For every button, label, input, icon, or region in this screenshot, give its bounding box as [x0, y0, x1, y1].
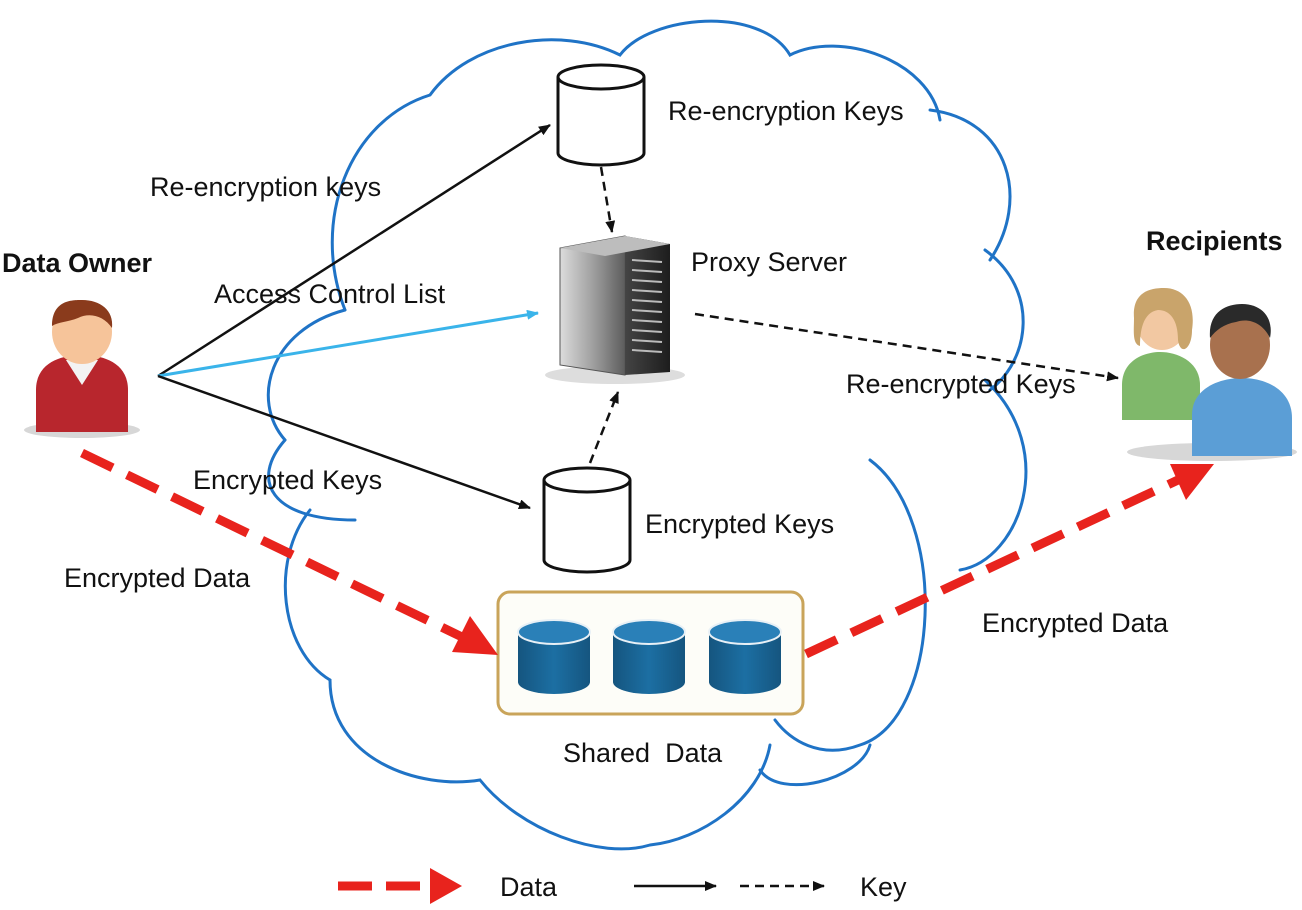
encrypted-keys-cylinder-icon [542, 466, 632, 574]
legend: Data Key [338, 868, 907, 904]
proxy-server-icon [545, 235, 685, 384]
access-control-list-arrow [157, 309, 539, 378]
recipients-icon [1122, 288, 1297, 461]
shared-data-database-icon [612, 619, 686, 694]
reencryption-keys-to-proxy-arrow [599, 166, 616, 233]
access-control-list-edge-label: Access Control List [214, 279, 446, 309]
encrypted-data-in-arrow [80, 448, 498, 655]
data-owner-icon [24, 300, 140, 438]
encrypted-keys-arrow [157, 374, 531, 510]
shared-data-label: Shared Data [563, 738, 723, 768]
reencryption-keys-edge-label: Re-encryption keys [150, 172, 381, 202]
shared-data-database-icon [517, 619, 591, 694]
proxy-server-label: Proxy Server [691, 247, 847, 277]
legend-key-label: Key [860, 872, 907, 902]
encrypted-keys-store-label: Encrypted Keys [645, 509, 834, 539]
cloud-outline [266, 19, 1028, 851]
encrypted-data-out-arrow [804, 464, 1214, 659]
encrypted-data-out-edge-label: Encrypted Data [982, 608, 1169, 638]
recipients-label: Recipients [1146, 226, 1283, 256]
reencrypted-keys-edge-label: Re-encrypted Keys [846, 369, 1076, 399]
legend-data-label: Data [500, 872, 558, 902]
reencryption-keys-arrow [157, 123, 551, 378]
data-owner-label: Data Owner [2, 248, 153, 278]
shared-data-database-icon [708, 619, 782, 694]
reencryption-keys-cylinder-icon [556, 63, 646, 167]
encrypted-keys-edge-label: Encrypted Keys [193, 465, 382, 495]
reencrypted-keys-arrow [694, 312, 1119, 382]
encrypted-data-in-edge-label: Encrypted Data [64, 563, 251, 593]
encrypted-keys-to-proxy-arrow [588, 391, 620, 464]
legend-data-swatch [338, 868, 462, 904]
reencryption-keys-store-label: Re-encryption Keys [668, 96, 904, 126]
